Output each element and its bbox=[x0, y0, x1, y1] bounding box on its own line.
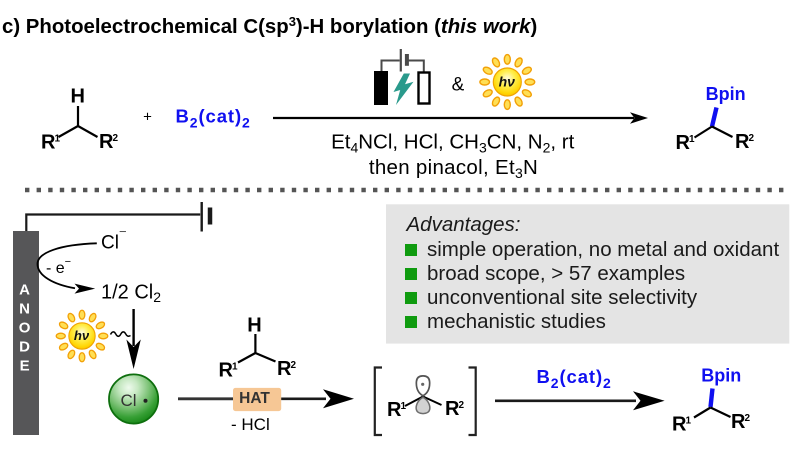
svg-text:mechanistic studies: mechanistic studies bbox=[427, 310, 606, 333]
svg-text:unconventional site selectivit: unconventional site selectivity bbox=[427, 286, 698, 309]
svg-text:then pinacol, Et3N: then pinacol, Et3N bbox=[369, 156, 538, 181]
svg-text:R1: R1 bbox=[387, 399, 406, 421]
svg-text:A: A bbox=[19, 281, 30, 298]
svg-text:R1: R1 bbox=[219, 360, 238, 382]
svg-text:c) Photoelectrochemical C(sp3): c) Photoelectrochemical C(sp3)-H borylat… bbox=[2, 14, 537, 38]
svg-text:R2: R2 bbox=[277, 358, 296, 380]
svg-text:H: H bbox=[70, 86, 84, 108]
svg-text:R1: R1 bbox=[676, 132, 695, 154]
svg-text:Et4NCl, HCl, CH3CN, N2, rt: Et4NCl, HCl, CH3CN, N2, rt bbox=[331, 131, 575, 156]
svg-text:+: + bbox=[143, 109, 152, 126]
svg-text:N: N bbox=[19, 300, 30, 317]
svg-text:H: H bbox=[247, 315, 261, 337]
svg-text:O: O bbox=[19, 320, 31, 337]
svg-text:- HCl: - HCl bbox=[231, 415, 270, 434]
svg-text:1/2 Cl2: 1/2 Cl2 bbox=[101, 282, 161, 306]
svg-text:B2(cat)2: B2(cat)2 bbox=[176, 106, 251, 131]
svg-text:R2: R2 bbox=[731, 411, 750, 433]
svg-text:R2: R2 bbox=[735, 131, 754, 153]
svg-text:Bpin: Bpin bbox=[706, 84, 746, 104]
svg-text:HAT: HAT bbox=[239, 390, 270, 407]
svg-text:Bpin: Bpin bbox=[701, 366, 741, 386]
svg-text:R1: R1 bbox=[41, 132, 60, 154]
svg-text:R2: R2 bbox=[445, 398, 464, 420]
svg-text:Advantages:: Advantages: bbox=[405, 213, 521, 236]
svg-text:R2: R2 bbox=[99, 131, 118, 153]
svg-text:&: & bbox=[452, 75, 465, 96]
svg-text:broad scope, > 57 examples: broad scope, > 57 examples bbox=[427, 262, 685, 285]
svg-text:Cl: Cl bbox=[121, 391, 137, 410]
svg-text:E: E bbox=[20, 358, 30, 375]
svg-text:D: D bbox=[19, 339, 30, 356]
svg-text:- e−: - e− bbox=[46, 256, 71, 277]
svg-text:simple operation, no metal and: simple operation, no metal and oxidant bbox=[427, 238, 779, 261]
svg-text:B2(cat)2: B2(cat)2 bbox=[537, 366, 612, 391]
svg-text:R1: R1 bbox=[672, 414, 691, 436]
svg-text:Cl−: Cl− bbox=[101, 224, 127, 254]
